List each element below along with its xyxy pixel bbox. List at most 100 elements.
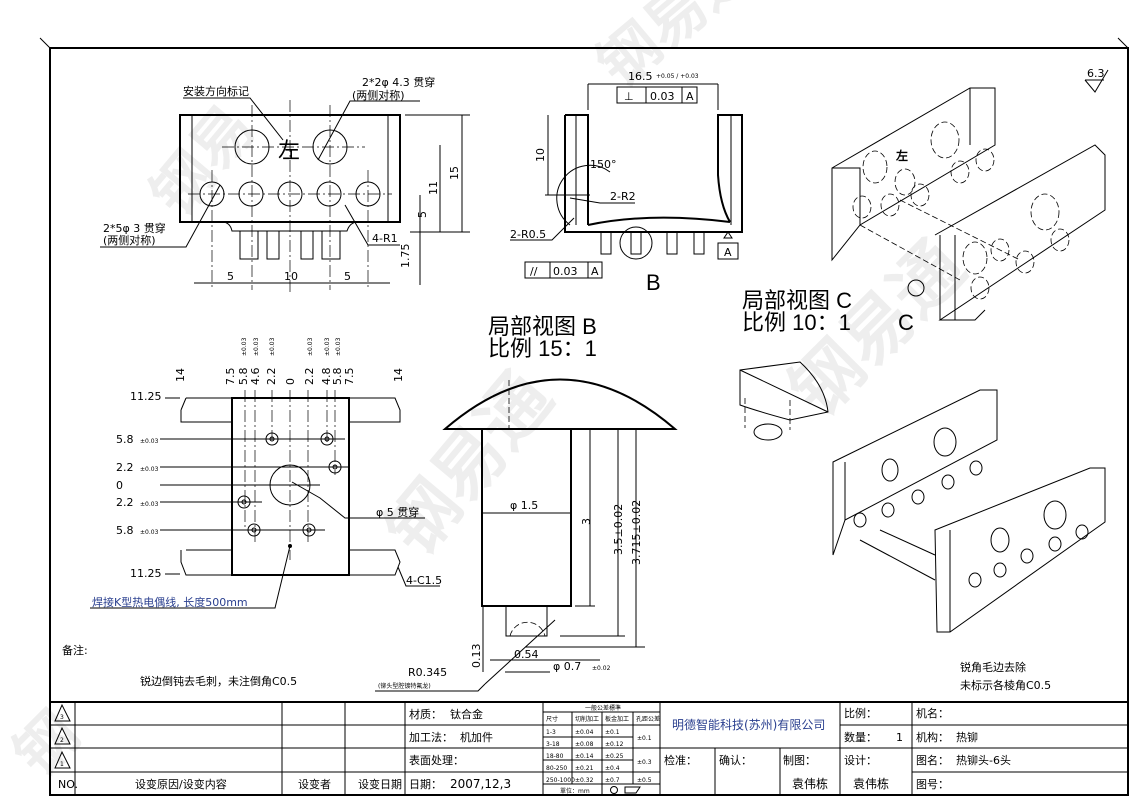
mechanism-label: 机构： <box>916 730 949 744</box>
process-label: 加工法： <box>409 730 453 744</box>
design-label: 设计： <box>844 754 877 767</box>
company-name: 明德智能科技(苏州)有限公司 <box>672 717 825 732</box>
svg-text:0.03: 0.03 <box>650 90 675 103</box>
hole-tolerance: ±0.5 <box>637 777 652 784</box>
material-label: 材质： <box>409 707 442 721</box>
mechanism-value: 热铆 <box>956 730 978 744</box>
width-dim: 16.5 <box>628 70 653 83</box>
datum-a: A <box>724 246 732 259</box>
edge-top-label: 11.25 <box>130 390 162 403</box>
svg-text:1: 1 <box>60 761 64 768</box>
roughness-value: 6.3 <box>1087 67 1105 80</box>
y-label: 2.2 <box>116 496 134 509</box>
tolerance-cell: ±0.4 <box>605 765 620 772</box>
dim-1-75: 1.75 <box>399 244 412 269</box>
tip-height: 0.13 <box>470 644 483 669</box>
x-label: 5.8 <box>331 368 344 386</box>
x-tolerance: ±0.03 <box>269 337 276 356</box>
isometric-view: 左 局部视图 C 比例 10：1 C <box>742 87 1106 335</box>
side-view: 16.5 +0.05 / +0.03 ⊥ 0.03 A // 0.03 A A … <box>510 70 743 295</box>
small-hole-callout-sub: (两侧对称) <box>103 233 156 247</box>
svg-text://: // <box>530 265 538 278</box>
date-label: 日期： <box>409 778 442 791</box>
sheet-border <box>49 47 1129 796</box>
big-hole-callout: 2*2φ 4.3 贯穿 <box>362 75 435 89</box>
y-label: 2.2 <box>116 461 134 474</box>
x-tolerance: ±0.03 <box>253 337 260 356</box>
rev-no-header: NO. <box>58 778 78 791</box>
y-tolerance: ±0.03 <box>140 466 159 473</box>
y-label: 5.8 <box>116 524 134 537</box>
drawn-label: 制图： <box>783 754 816 767</box>
detail-c-mark: C <box>898 310 914 335</box>
rev-by-header: 设变者 <box>298 777 331 791</box>
radius-callout-b: R0.345 <box>408 666 447 679</box>
install-mark-label: 安装方向标记 <box>183 84 249 98</box>
x-tolerance: ±0.03 <box>307 337 314 356</box>
tolerance-cell: ±0.25 <box>605 753 624 760</box>
radius-callout: 4-R1 <box>372 232 398 245</box>
qty-label: 数量： <box>844 731 877 744</box>
height-3: 3 <box>580 518 593 525</box>
center-hole-callout: φ 5 贯穿 <box>376 505 419 519</box>
svg-text:钢易: 钢易 <box>138 93 269 230</box>
tolerance-cell: ±0.32 <box>575 777 594 784</box>
svg-text:A: A <box>591 265 599 278</box>
svg-text:钢: 钢 <box>1 699 93 791</box>
corner-marks <box>39 37 1129 49</box>
y-label: 0 <box>116 479 123 492</box>
notes-right-2: 未标示各棱角C0.5 <box>960 678 1051 692</box>
isometric-view-lower <box>832 389 1106 633</box>
tolerance-cell: 80-250 <box>546 765 567 772</box>
height-3-5: 3.5±0.02 <box>612 504 625 555</box>
tolerance-header: 尺寸 <box>546 715 558 723</box>
tip-width: 0.54 <box>514 648 539 661</box>
svg-text:0.03: 0.03 <box>553 265 578 278</box>
dim-11: 11 <box>427 181 440 195</box>
qty-value: 1 <box>896 731 903 744</box>
rev-reason-header: 设变原因/设变内容 <box>135 777 227 791</box>
drawing-name-label: 图名： <box>916 753 949 767</box>
drawn-by: 袁伟栋 <box>792 776 828 791</box>
check-label: 检准： <box>664 753 697 767</box>
side-left-label: 14 <box>174 368 187 382</box>
title-block: 3 2 1 NO. 设变原因/设变内容 设变者 设变日期 材质： 钛合金 加工法… <box>50 701 1128 795</box>
x-tolerance: ±0.03 <box>335 337 342 356</box>
height-3-715: 3.715±0.02 <box>630 500 643 565</box>
projection-symbol-icon <box>610 786 618 794</box>
y-label: 5.8 <box>116 433 134 446</box>
tolerance-title: 一般公差標準 <box>585 704 621 712</box>
tolerance-cell: ±0.08 <box>575 741 594 748</box>
svg-text:3: 3 <box>60 714 64 721</box>
designed-by: 袁伟栋 <box>853 776 889 791</box>
width-tolerance: +0.05 / +0.03 <box>656 73 699 80</box>
hole-tolerance: ±0.1 <box>637 735 652 742</box>
tolerance-cell: ±0.12 <box>605 741 624 748</box>
tolerance-cell: 18-80 <box>546 753 564 760</box>
r05-callout: 2-R0.5 <box>510 228 546 241</box>
install-direction-mark: 左 <box>278 138 300 163</box>
x-tolerance: ±0.03 <box>241 337 248 356</box>
tolerance-cell: 3-18 <box>546 741 560 748</box>
tolerance-cell: 1-3 <box>546 729 556 736</box>
x-label: 4.8 <box>320 368 333 386</box>
dim-5-right: 5 <box>344 270 351 283</box>
notes-left: 锐边倒钝去毛刺，未注倒角C0.5 <box>140 674 297 688</box>
svg-text:钢易通: 钢易通 <box>370 357 568 571</box>
detail-b-scale: 比例 15：1 <box>488 336 597 361</box>
dim-5-left: 5 <box>227 270 234 283</box>
iso-mark-char: 左 <box>895 148 908 163</box>
tolerance-cell: ±0.7 <box>605 777 620 784</box>
y-tolerance: ±0.03 <box>140 438 159 445</box>
tolerance-cell: 250-1000 <box>546 777 575 784</box>
x-label: 7.5 <box>224 368 237 386</box>
tolerance-table: 一般公差標準尺寸切削加工板金加工孔距公差1-3±0.04±0.13-18±0.0… <box>543 704 660 795</box>
shaft-dia: φ 1.5 <box>510 499 538 512</box>
projection-cone-icon <box>624 786 641 794</box>
small-hole-callout: 2*5φ 3 贯穿 <box>103 221 166 235</box>
x-tolerance: ±0.03 <box>324 337 331 356</box>
notes-label: 备注: <box>62 643 88 657</box>
x-label: 4.6 <box>249 368 262 386</box>
